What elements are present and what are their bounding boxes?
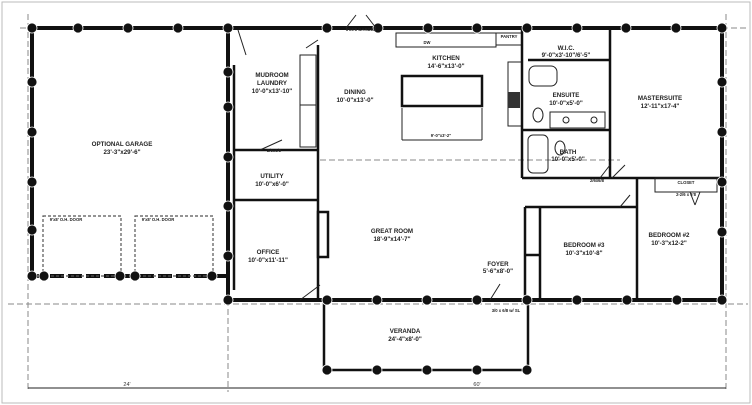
closet-door-label: 2-2/6 x 6'8 [676, 192, 697, 197]
mudroom-label: MUDROOM [255, 72, 288, 79]
great-room-label: GREAT ROOM [371, 228, 413, 235]
laundry-label: LAUNDRY [257, 80, 288, 87]
garden-door-label: 6'x6'8 GARDEN [346, 27, 377, 32]
garage-door-2-label: 9'x8' O.H. DOOR [142, 217, 174, 222]
master-suite-size: 12'-11"x17-4" [641, 103, 680, 110]
pantry-label: PANTRY [501, 34, 518, 39]
garage-door-1-label: 9'x8' O.H. DOOR [50, 217, 82, 222]
door-label: 2/6x6/8 [590, 178, 605, 183]
closet-label: CLOSET [678, 180, 695, 185]
garage-size: 23'-3"x29'-6" [103, 149, 140, 156]
master-suite-label: MASTERSUITE [638, 95, 682, 102]
annotations: 9'x8' O.H. DOOR 9'x8' O.H. DOOR 6'x6'8 G… [50, 27, 697, 313]
kitchen-size: 14'-6"x13'-0" [427, 63, 464, 70]
door-swings [237, 14, 701, 301]
house-walls [226, 26, 724, 302]
island-dimension: 9'-0"x3'-2" [431, 133, 451, 138]
dishwasher-label: DW [424, 40, 431, 45]
room-labels: OPTIONAL GARAGE 23'-3"x29'-6" MUDROOM LA… [92, 34, 690, 343]
garage-label: OPTIONAL GARAGE [92, 141, 153, 148]
garage-width-dimension: 24' [123, 382, 130, 388]
kitchen-label: KITCHEN [432, 55, 460, 62]
bedroom3-label: BEDROOM #3 [564, 242, 605, 249]
utility-size: 10'-0"x6'-0" [255, 181, 289, 188]
office-size: 10'-0"x11'-11" [248, 257, 288, 264]
bath-size: 10'-0"x5'-0" [551, 156, 585, 163]
bedroom2-label: BEDROOM #2 [649, 232, 690, 239]
bath-label: BATH [560, 149, 577, 156]
wic-size: 9'-0"x3'-10"/6'-5" [542, 52, 591, 59]
front-door-label: 3/0 x 6/8 w/ SL [492, 308, 521, 313]
foyer-size: 5'-6"x8'-0" [483, 268, 513, 275]
utility-label: UTILITY [260, 173, 284, 180]
ensuite-label: ENSUITE [553, 92, 580, 99]
mudroom-size: 10'-0"x13'-10" [252, 88, 293, 95]
door-label: 2/8x6/8 [267, 148, 282, 153]
foyer-label: FOYER [487, 261, 509, 268]
veranda-label: VERANDA [390, 328, 421, 335]
veranda-size: 24'-4"x8'-0" [388, 336, 422, 343]
posts [26, 22, 728, 376]
ensuite-size: 10'-0"x5'-0" [549, 100, 583, 107]
bedroom2-size: 10'-3"x12-2" [651, 240, 687, 247]
great-room-size: 18'-9"x14'-7" [373, 236, 410, 243]
wic-label: W.I.C. [558, 45, 575, 52]
dining-label: DINING [344, 89, 366, 96]
office-label: OFFICE [257, 249, 280, 256]
dining-size: 10'-0"x13'-0" [336, 97, 373, 104]
bedroom3-size: 10'-3"x10'-8" [565, 250, 602, 257]
house-width-dimension: 60' [473, 382, 480, 388]
